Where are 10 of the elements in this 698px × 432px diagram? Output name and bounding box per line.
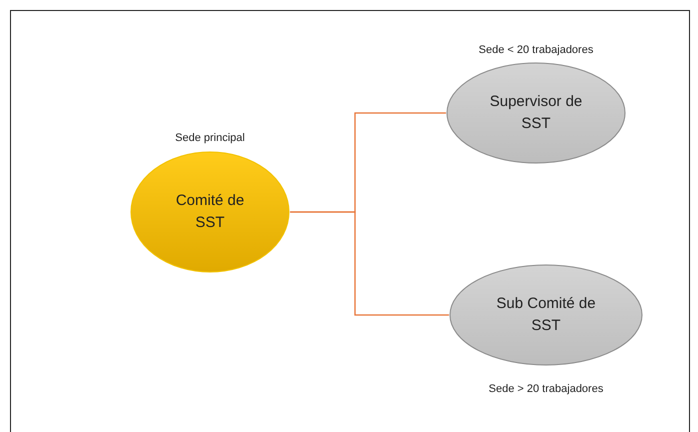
ellipse-node: [449, 264, 643, 366]
node-label: Sub Comité de SST: [495, 294, 597, 336]
node-label: Comité de SST: [174, 191, 246, 233]
ellipse-node: [130, 151, 290, 273]
caption-text: Sede < 20 trabajadores: [478, 44, 594, 56]
connector-line: [290, 211, 449, 316]
caption-text: Sede principal: [175, 132, 245, 144]
ellipse-node: [446, 62, 626, 164]
node-label: Supervisor de SST: [488, 92, 584, 134]
caption-text: Sede > 20 trabajadores: [488, 383, 604, 395]
